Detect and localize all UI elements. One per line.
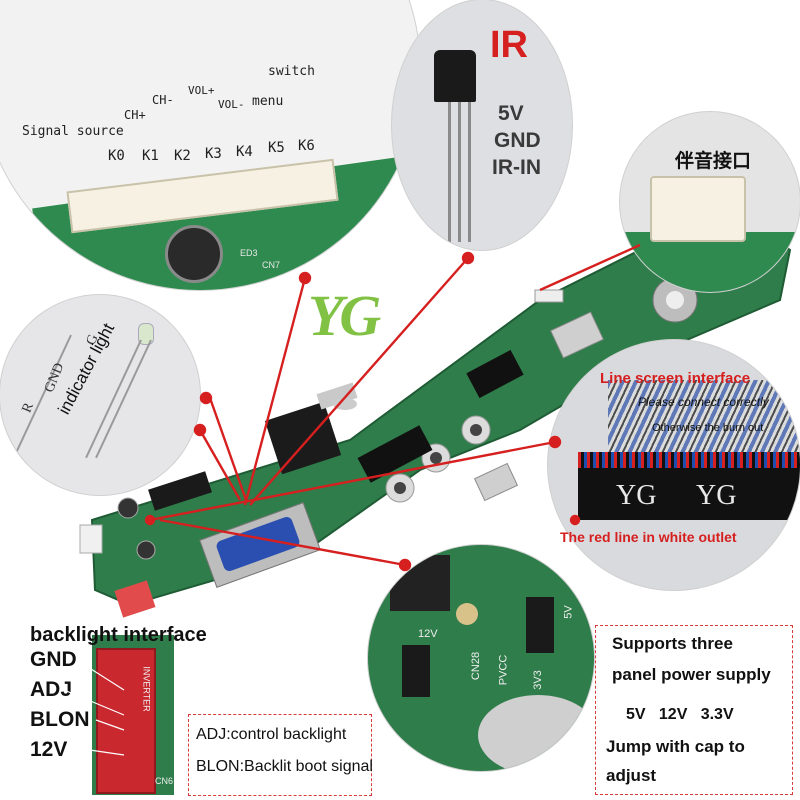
ir-pin-ir-in: IR-IN	[492, 156, 541, 179]
key-pin-k6: K6	[298, 138, 315, 154]
backlight-pin-adj: ADJ	[30, 678, 73, 701]
lvds-footer: The red line in white outlet	[560, 529, 737, 545]
key-pin-k4: K4	[236, 144, 253, 160]
hdmi-port	[473, 462, 519, 502]
lvds-note2: Otherwise the burn out	[652, 422, 764, 434]
audio-title: 伴音接口	[675, 151, 752, 172]
notes-line2: BLON:Backlit boot signal	[196, 758, 373, 775]
label-vol-minus: VOL-	[218, 98, 245, 111]
power-line1: Supports three	[612, 634, 733, 653]
label-switch: switch	[268, 64, 315, 79]
rca-jacks	[357, 349, 524, 503]
label-ch-plus: CH+	[124, 108, 146, 122]
keys-connector-panel	[0, 0, 420, 290]
lvds-connector	[578, 468, 800, 520]
label-vol-plus: VOL+	[188, 84, 215, 97]
notes-line1: ADJ:control backlight	[196, 726, 347, 743]
backlight-pin-blon: BLON	[30, 708, 90, 731]
audio-connector	[650, 176, 746, 242]
backlight-title: backlight interface	[30, 624, 207, 646]
board-label-ed3: ED3	[240, 248, 258, 258]
jumper-cap	[526, 597, 554, 653]
vga-connector	[199, 502, 321, 588]
key-pin-k2: K2	[174, 148, 191, 164]
indicator-light-panel	[0, 295, 200, 495]
jumper-label-12v: 12V	[418, 628, 438, 640]
backlight-connector	[96, 648, 156, 794]
pin-header	[148, 471, 212, 511]
main-chip	[264, 401, 342, 475]
ir-pin-gnd: GND	[494, 129, 541, 152]
lvds-panel	[548, 340, 800, 590]
ir-title: IR	[490, 24, 528, 66]
power-supply-box	[595, 625, 793, 795]
backlight-connector-on-board	[114, 580, 156, 618]
key-pin-k3: K3	[205, 146, 222, 162]
usb-port	[550, 311, 604, 359]
power-line2: panel power supply	[612, 665, 771, 684]
lvds-watermark-2: YG	[696, 480, 737, 511]
label-ch-minus: CH-	[152, 93, 174, 107]
label-signal-source: Signal source	[22, 124, 124, 139]
power-line4: Jump with cap to	[606, 737, 745, 756]
key-pin-k5: K5	[268, 140, 285, 156]
power-line5: adjust	[606, 766, 657, 785]
board-label-cn7: CN7	[262, 260, 281, 270]
power-voltages: 5V 12V 3.3V	[626, 706, 734, 723]
capacitor	[165, 225, 223, 283]
ir-pin-5v: 5V	[498, 102, 524, 125]
backlight-notes-box	[188, 714, 372, 796]
ir-receiver-panel	[392, 0, 572, 250]
key-pin-k0: K0	[108, 148, 125, 164]
backlight-pin-gnd: GND	[30, 648, 77, 671]
backlight-cn-label: CN6	[155, 776, 174, 786]
jumper-header-left	[402, 645, 430, 697]
label-menu: menu	[252, 94, 284, 109]
backlight-pin-12v: 12V	[30, 738, 68, 761]
lvds-title: Line screen interface	[600, 370, 751, 387]
brand-logo: YG	[308, 283, 381, 348]
audio-connector-panel	[620, 112, 800, 292]
ir-receiver-body	[434, 50, 476, 102]
key-pin-k1: K1	[142, 148, 159, 164]
lvds-note1: Please connect correctly	[638, 395, 769, 409]
lvds-watermark-1: YG	[616, 480, 657, 511]
